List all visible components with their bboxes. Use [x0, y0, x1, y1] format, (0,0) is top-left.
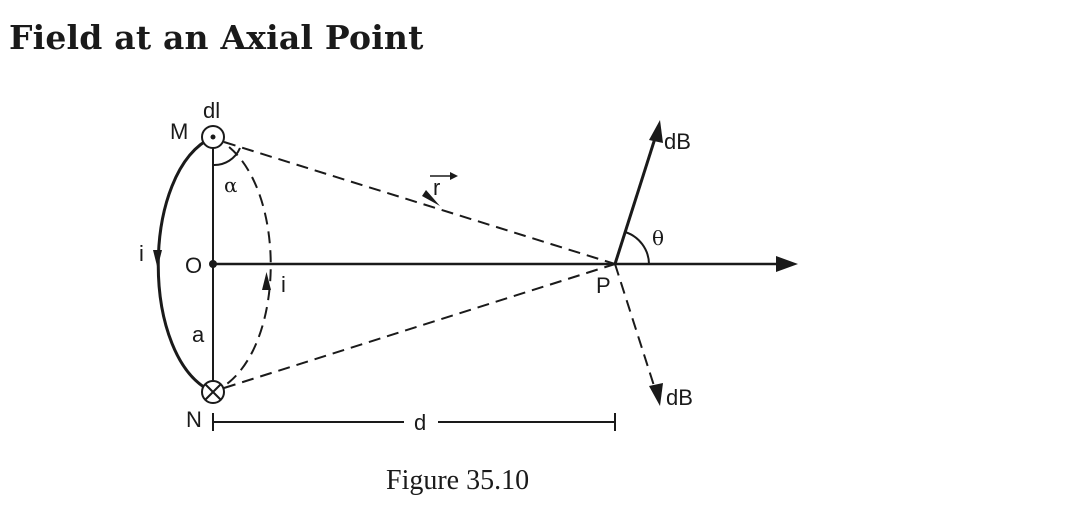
label-o: O: [185, 253, 202, 278]
label-a: a: [192, 322, 205, 347]
label-i-right: i: [281, 272, 286, 297]
label-d: d: [414, 410, 426, 435]
vector-r-arrow: [422, 190, 440, 206]
center-point-o: [209, 260, 217, 268]
field-db-down-arrow: [649, 383, 663, 406]
label-db-up: dB: [664, 129, 691, 154]
vector-r-line: [223, 141, 616, 265]
field-db-down: [614, 263, 657, 393]
current-out-dot: [210, 134, 216, 140]
current-arrow-left: [153, 250, 162, 268]
label-r: r: [433, 175, 440, 200]
current-loop-front: [156, 135, 214, 394]
label-m: M: [170, 119, 188, 144]
figure-caption: Figure 35.10: [386, 465, 530, 496]
label-p: P: [596, 273, 611, 298]
current-arrow-right: [262, 272, 271, 290]
label-theta: θ: [652, 226, 664, 250]
angle-theta-arc: [624, 231, 650, 265]
label-db-down: dB: [666, 385, 693, 410]
label-dl: dl: [203, 98, 220, 123]
axis-arrow: [776, 256, 798, 272]
label-i-left: i: [139, 241, 144, 266]
field-db-up-arrow: [649, 120, 663, 143]
page-title: Field at an Axial Point: [9, 18, 424, 57]
label-alpha: α: [224, 173, 238, 197]
current-in-cross-2: [204, 383, 222, 401]
line-np: [223, 263, 616, 389]
vector-r-overbar-head: [450, 172, 458, 180]
field-db-up: [613, 131, 659, 265]
angle-alpha-arc: [212, 147, 241, 167]
label-n: N: [186, 407, 202, 432]
